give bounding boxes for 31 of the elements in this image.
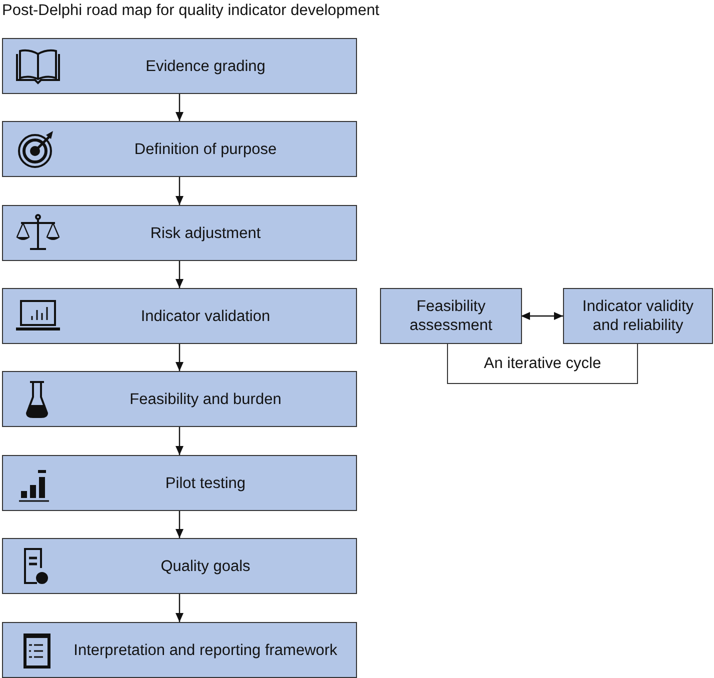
node-label: Indicator validity and reliability <box>581 297 695 335</box>
node-label: An iterative cycle <box>484 354 602 373</box>
arrow <box>176 344 184 371</box>
arrow <box>176 177 184 205</box>
node-label: Risk adjustment <box>150 224 261 242</box>
arrow <box>176 427 184 455</box>
title: Post-Delphi road map for quality indicator development <box>2 2 380 20</box>
arrow <box>176 261 184 288</box>
node-label: Quality goals <box>160 556 250 576</box>
node-label: Evidence grading <box>146 56 266 76</box>
process-box <box>2 455 357 511</box>
process-box <box>563 288 713 344</box>
process-box <box>2 288 357 344</box>
node-label: Feasibility and burden <box>130 390 282 408</box>
arrow <box>176 511 184 538</box>
process-box <box>380 288 522 344</box>
arrow <box>521 312 563 320</box>
arrow <box>176 594 184 622</box>
note-box <box>447 344 638 384</box>
process-box <box>2 121 357 177</box>
process-box <box>2 205 357 261</box>
node-label: Pilot testing <box>165 474 246 492</box>
node-label: Interpretation and reporting framework <box>74 640 338 660</box>
process-box <box>2 38 357 94</box>
process-box <box>2 622 357 678</box>
process-box <box>2 371 357 427</box>
node-label: Definition of purpose <box>134 140 277 158</box>
process-box <box>2 538 357 594</box>
arrow <box>176 94 184 121</box>
node-label: Feasibility assessment <box>408 297 494 335</box>
node-label: Indicator validation <box>140 306 270 326</box>
